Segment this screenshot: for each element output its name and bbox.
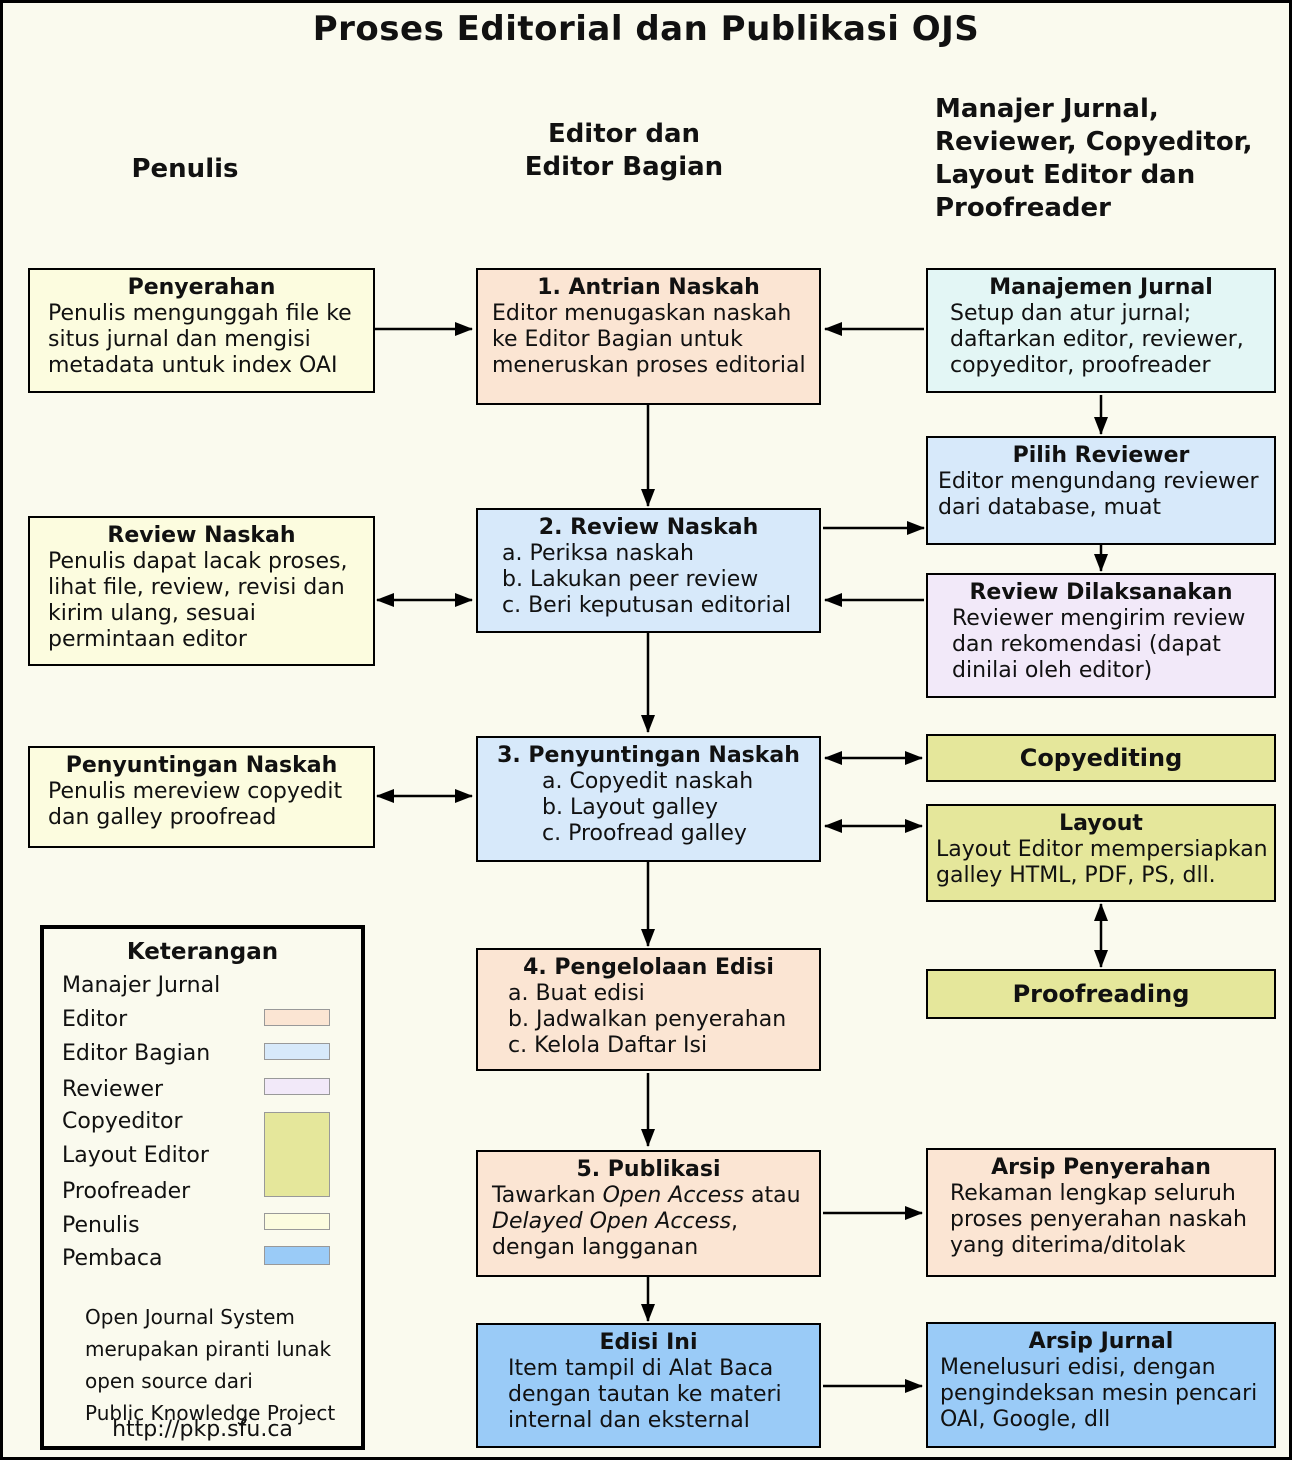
publikasi-text: Tawarkan [492,1183,603,1208]
box-publikasi-title: 5. Publikasi [576,1157,721,1182]
box-manajemen-jurnal-body: Setup dan atur jurnal; daftarkan editor,… [950,301,1244,378]
box-penyerahan-body: Penulis mengunggah file ke situs jurnal … [48,301,352,378]
box-edisi-ini-body: Item tampil di Alat Baca dengan tautan k… [508,1356,782,1433]
box-manajemen-jurnal: Manajemen Jurnal Setup dan atur jurnal; … [926,268,1276,393]
box-copyediting-title: Copyediting [1019,744,1183,772]
publikasi-delayed-open-access: Delayed Open Access [492,1209,732,1234]
box-pengelolaan-edisi-item: a. Buat edisi [508,981,645,1006]
box-review-naskah-item: a. Periksa naskah [502,541,694,566]
legend-label-proofreader: Proofreader [62,1179,191,1204]
box-layout-title: Layout [1059,811,1143,836]
legend-swatch-pembaca [264,1246,330,1265]
column-header-editor: Editor dan Editor Bagian [524,119,724,182]
legend-swatch-editor [264,1009,330,1026]
box-pengelolaan-edisi-title: 4. Pengelolaan Edisi [523,955,774,980]
box-copyediting: Copyediting [926,734,1276,782]
box-penyerahan-title: Penyerahan [127,275,276,300]
box-publikasi: 5. Publikasi Tawarkan Open Access atau D… [476,1150,821,1277]
box-review-dilaksanakan-title: Review Dilaksanakan [969,580,1233,605]
box-antrian-naskah-body: Editor menugaskan naskah ke Editor Bagia… [492,301,806,378]
box-review-dilaksanakan-body: Reviewer mengirim review dan rekomendasi… [952,606,1246,683]
legend-swatch-copy-layout-proof [264,1112,330,1197]
legend-label-reviewer: Reviewer [62,1077,164,1102]
box-review-naskah-item: b. Lakukan peer review [502,567,759,592]
box-arsip-penyerahan-title: Arsip Penyerahan [991,1155,1211,1180]
box-review-naskah-penulis-title: Review Naskah [107,523,296,548]
legend-note: Open Journal System merupakan piranti lu… [85,1305,336,1425]
publikasi-text: atau [744,1183,801,1208]
publikasi-open-access: Open Access [602,1183,745,1208]
box-layout-body: Layout Editor mempersiapkan galley HTML,… [936,837,1268,888]
box-penyerahan: Penyerahan Penulis mengunggah file ke si… [28,268,375,393]
box-review-naskah-item: c. Beri keputusan editorial [502,593,792,618]
legend-label-copyeditor: Copyeditor [62,1109,183,1134]
box-review-naskah-penulis-body: Penulis dapat lacak proses, lihat file, … [48,549,348,652]
box-arsip-penyerahan-body: Rekaman lengkap seluruh proses penyeraha… [950,1181,1247,1258]
box-pilih-reviewer: Pilih Reviewer Editor mengundang reviewe… [926,436,1276,545]
legend-url: http://pkp.sfu.ca [112,1417,293,1442]
box-arsip-penyerahan: Arsip Penyerahan Rekaman lengkap seluruh… [926,1148,1276,1277]
box-arsip-jurnal-body: Menelusuri edisi, dengan pengindeksan me… [940,1355,1258,1432]
box-pengelolaan-edisi-item: c. Kelola Daftar Isi [508,1033,708,1058]
box-penyuntingan-naskah-item: c. Proofread galley [542,821,747,846]
box-arsip-jurnal-title: Arsip Jurnal [1028,1329,1174,1354]
box-penyuntingan-penulis: Penyuntingan Naskah Penulis mereview cop… [28,746,375,848]
legend-swatch-editor-bagian [264,1043,330,1060]
box-pengelolaan-edisi-item: b. Jadwalkan penyerahan [508,1007,787,1032]
diagram-title: Proses Editorial dan Publikasi OJS [312,9,980,49]
box-edisi-ini: Edisi Ini Item tampil di Alat Baca denga… [476,1323,821,1448]
box-review-naskah-title: 2. Review Naskah [538,515,759,540]
legend-label-penulis: Penulis [62,1213,140,1238]
box-review-naskah: 2. Review Naskah a. Periksa naskah b. La… [476,508,821,633]
box-penyuntingan-naskah: 3. Penyuntingan Naskah a. Copyedit naska… [476,736,821,862]
box-penyuntingan-naskah-title: 3. Penyuntingan Naskah [497,743,800,768]
box-review-naskah-penulis: Review Naskah Penulis dapat lacak proses… [28,516,375,666]
box-penyuntingan-naskah-item: a. Copyedit naskah [542,769,754,794]
publikasi-text: , dengan langganan [492,1209,739,1260]
box-antrian-naskah-title: 1. Antrian Naskah [537,275,760,300]
legend-label-editor-bagian: Editor Bagian [62,1041,211,1066]
column-header-penulis: Penulis [131,154,239,184]
legend-label-editor: Editor [62,1007,128,1032]
legend-label-manajer-jurnal: Manajer Jurnal [62,973,221,998]
box-pengelolaan-edisi: 4. Pengelolaan Edisi a. Buat edisi b. Ja… [476,948,821,1071]
box-review-dilaksanakan: Review Dilaksanakan Reviewer mengirim re… [926,573,1276,698]
box-pilih-reviewer-title: Pilih Reviewer [1012,443,1190,468]
legend-label-pembaca: Pembaca [62,1246,163,1271]
box-pilih-reviewer-body: Editor mengundang reviewer dari database… [938,469,1259,520]
box-edisi-ini-title: Edisi Ini [599,1330,698,1355]
box-proofreading-title: Proofreading [1012,980,1190,1008]
box-penyuntingan-naskah-item: b. Layout galley [542,795,718,820]
box-publikasi-body: Tawarkan Open Access atau Delayed Open A… [478,1183,819,1261]
box-arsip-jurnal: Arsip Jurnal Menelusuri edisi, dengan pe… [926,1322,1276,1448]
legend-swatch-reviewer [264,1078,330,1095]
legend-title: Keterangan [126,939,279,965]
column-header-manajer: Manajer Jurnal, Reviewer, Copyeditor, La… [935,94,1253,223]
box-proofreading: Proofreading [926,969,1276,1019]
legend: Keterangan Manajer Jurnal Editor Editor … [40,925,365,1450]
legend-swatch-penulis [264,1213,330,1230]
box-penyuntingan-penulis-title: Penyuntingan Naskah [65,753,338,778]
box-antrian-naskah: 1. Antrian Naskah Editor menugaskan nask… [476,268,821,405]
legend-label-layout-editor: Layout Editor [62,1143,209,1168]
box-layout: Layout Layout Editor mempersiapkan galle… [926,804,1276,902]
box-penyuntingan-penulis-body: Penulis mereview copyedit dan galley pro… [48,779,343,830]
box-manajemen-jurnal-title: Manajemen Jurnal [989,275,1213,300]
